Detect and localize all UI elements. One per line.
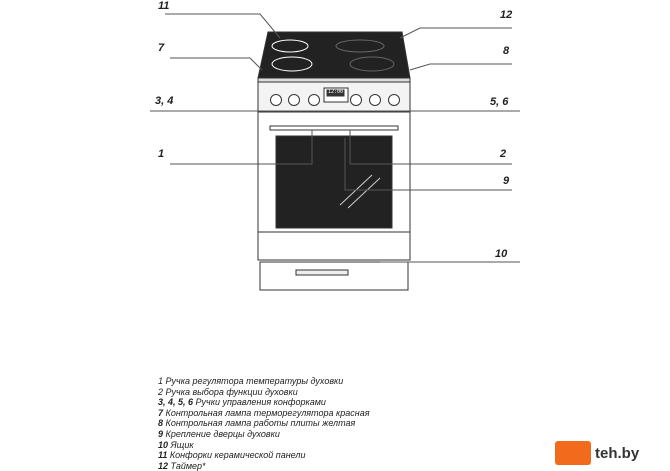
callout-10: 10	[495, 248, 508, 260]
legend-text: Контрольная лампа работы плиты желтая	[165, 418, 356, 429]
legend-text: Контрольная лампа терморегулятора красна…	[165, 407, 370, 418]
legend-text: Ручка регулятора температуры духовки	[165, 376, 344, 386]
legend-text: Ручка выбора функции духовки	[165, 386, 298, 397]
callout-3-4: 3, 4	[155, 95, 174, 107]
legend-item: 3, 4, 5, 6 Ручки управления конфорками	[158, 397, 370, 408]
drawer	[257, 231, 411, 291]
callout-11: 11	[158, 0, 170, 12]
legend-text: Крепление дверцы духовки	[165, 428, 280, 439]
legend-number: 2	[158, 386, 164, 397]
legend-item: 11 Конфорки керамической панели	[158, 450, 370, 461]
legend-number: 8	[158, 418, 164, 429]
legend-number: 10	[158, 439, 169, 450]
callout-8: 8	[503, 45, 510, 57]
legend-text: Конфорки керамической панели	[169, 450, 306, 461]
legend-item: 12 Таймер*	[158, 461, 370, 471]
control-panel	[257, 81, 411, 113]
legend-text: Ящик	[170, 439, 194, 450]
legend-item: 8 Контрольная лампа работы плиты желтая	[158, 418, 370, 429]
logo-mark	[555, 441, 591, 465]
legend-item: 7 Контрольная лампа терморегулятора крас…	[158, 408, 370, 419]
timer-display: 12:00	[328, 89, 344, 95]
legend-item: 10 Ящик	[158, 440, 370, 451]
leader-lines	[150, 13, 520, 263]
legend-number: 1	[158, 376, 164, 386]
logo: teh.by	[555, 438, 670, 468]
legend-text: Таймер*	[170, 460, 206, 471]
legend-number: 11	[158, 450, 168, 461]
callout-9: 9	[503, 175, 510, 187]
legend-number: 7	[158, 407, 164, 418]
legend-number: 9	[158, 428, 164, 439]
callout-1: 1	[158, 148, 165, 160]
logo-text: teh.by	[595, 444, 640, 462]
oven	[257, 111, 411, 233]
callout-7: 7	[158, 42, 165, 54]
legend-number: 3, 4, 5, 6	[158, 397, 194, 408]
callout-2: 2	[500, 148, 507, 160]
legend-item: 1 Ручка регулятора температуры духовки	[158, 376, 370, 387]
legend-item: 9 Крепление дверцы духовки	[158, 429, 370, 440]
callout-5-6: 5, 6	[490, 96, 509, 108]
legend-number: 12	[158, 460, 169, 471]
callout-12: 12	[500, 9, 513, 21]
cooktop	[257, 31, 411, 83]
legend-item: 2 Ручка выбора функции духовки	[158, 387, 370, 398]
legend-text: Ручки управления конфорками	[195, 397, 326, 408]
